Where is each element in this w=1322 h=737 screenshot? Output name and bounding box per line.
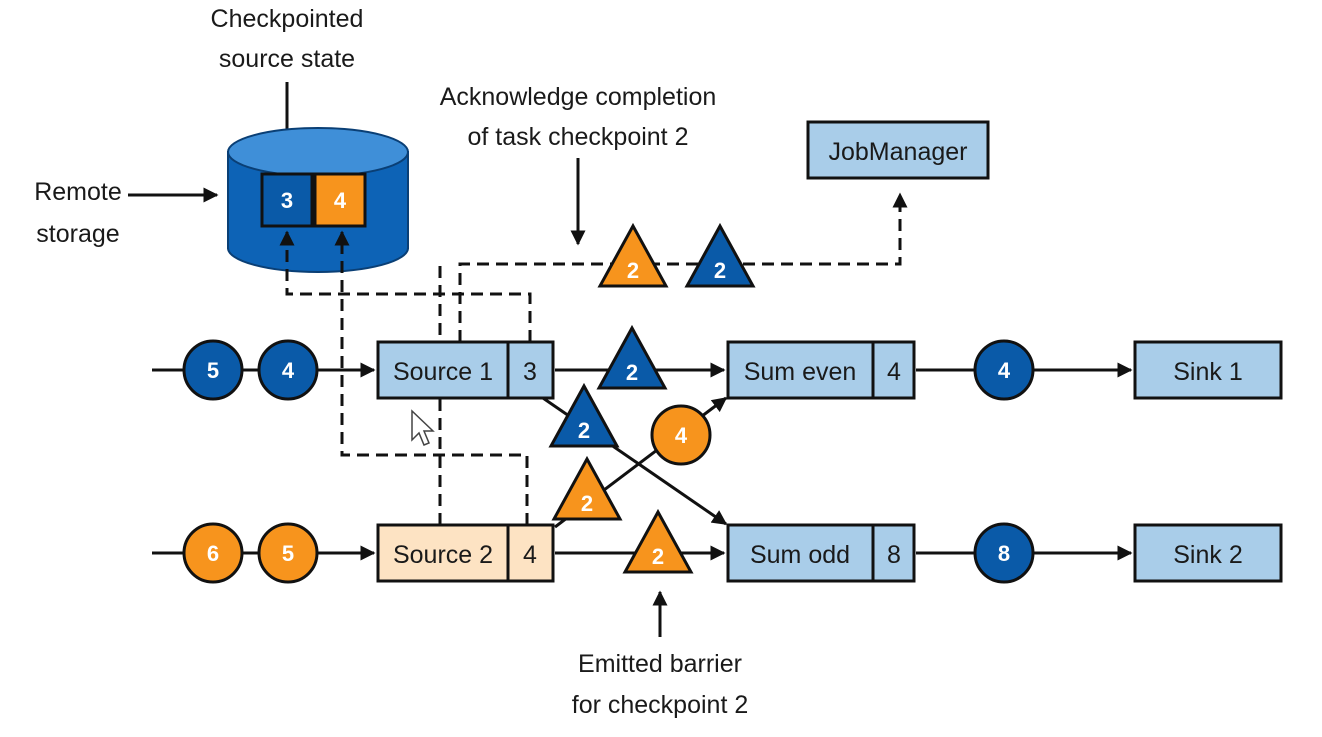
svg-text:5: 5 <box>282 541 294 566</box>
svg-text:4: 4 <box>998 358 1011 383</box>
jobmanager-box: JobManager <box>806 120 990 180</box>
snapshot-path-source2 <box>334 230 529 525</box>
checkpointed-label-line2: source state <box>219 45 355 73</box>
svg-text:2: 2 <box>627 258 639 283</box>
sum-even-name: Sum even <box>744 358 857 386</box>
sum-odd-name: Sum odd <box>750 541 850 569</box>
stored-state-source1: 3 <box>260 172 314 228</box>
emitted-barrier-label-line2: for checkpoint 2 <box>572 691 749 719</box>
svg-text:2: 2 <box>714 258 726 283</box>
record-circle: 5 <box>182 339 244 401</box>
source1-name: Source 1 <box>393 358 493 386</box>
source1-task: Source 1 3 <box>376 340 555 400</box>
svg-text:5: 5 <box>207 358 219 383</box>
acknowledge-label-line1: Acknowledge completion <box>440 83 717 111</box>
barrier-triangle: 2 <box>622 508 694 574</box>
source2-name: Source 2 <box>393 541 493 569</box>
sum-odd-task: Sum odd 8 <box>726 523 916 583</box>
remote-storage-label-line2: storage <box>36 220 119 248</box>
svg-text:2: 2 <box>652 544 664 569</box>
record-circle: 5 <box>257 522 319 584</box>
svg-text:4: 4 <box>675 423 688 448</box>
sum-odd-state: 8 <box>887 541 901 569</box>
barrier-triangle: 2 <box>551 455 623 521</box>
svg-text:6: 6 <box>207 541 219 566</box>
acknowledge-label-line2: of task checkpoint 2 <box>468 123 689 151</box>
barrier-triangle: 2 <box>596 324 668 390</box>
svg-text:4: 4 <box>282 358 295 383</box>
record-circle: 4 <box>973 339 1035 401</box>
svg-text:Sink 2: Sink 2 <box>1173 541 1242 569</box>
mouse-cursor-icon <box>411 409 435 446</box>
record-circle: 8 <box>973 522 1035 584</box>
snapshot-path-source1 <box>458 192 908 342</box>
barrier-triangle: 2 <box>548 382 620 448</box>
source2-task: Source 2 4 <box>376 523 555 583</box>
sum-even-task: Sum even 4 <box>726 340 916 400</box>
sink2-task: Sink 2 <box>1133 523 1283 583</box>
stored-state-source2: 4 <box>313 172 367 228</box>
svg-text:2: 2 <box>626 360 638 385</box>
barrier-triangle: 2 <box>597 222 669 288</box>
checkpointed-label-line1: Checkpointed <box>211 5 364 33</box>
sink1-task: Sink 1 <box>1133 340 1283 400</box>
svg-text:2: 2 <box>581 491 593 516</box>
source1-state: 3 <box>523 358 537 386</box>
emitted-barrier-label-line1: Emitted barrier <box>578 650 742 678</box>
record-circle: 4 <box>650 404 712 466</box>
svg-text:JobManager: JobManager <box>829 138 968 166</box>
svg-text:8: 8 <box>998 541 1010 566</box>
record-circle: 4 <box>257 339 319 401</box>
record-circle: 6 <box>182 522 244 584</box>
ack-path-source1 <box>279 230 532 342</box>
remote-storage-label-line1: Remote <box>34 178 122 206</box>
source2-state: 4 <box>523 541 537 569</box>
svg-text:3: 3 <box>281 188 293 213</box>
svg-text:2: 2 <box>578 418 590 443</box>
barrier-triangle: 2 <box>684 222 756 288</box>
svg-text:4: 4 <box>334 188 347 213</box>
sum-even-state: 4 <box>887 358 901 386</box>
svg-text:Sink 1: Sink 1 <box>1173 358 1242 386</box>
